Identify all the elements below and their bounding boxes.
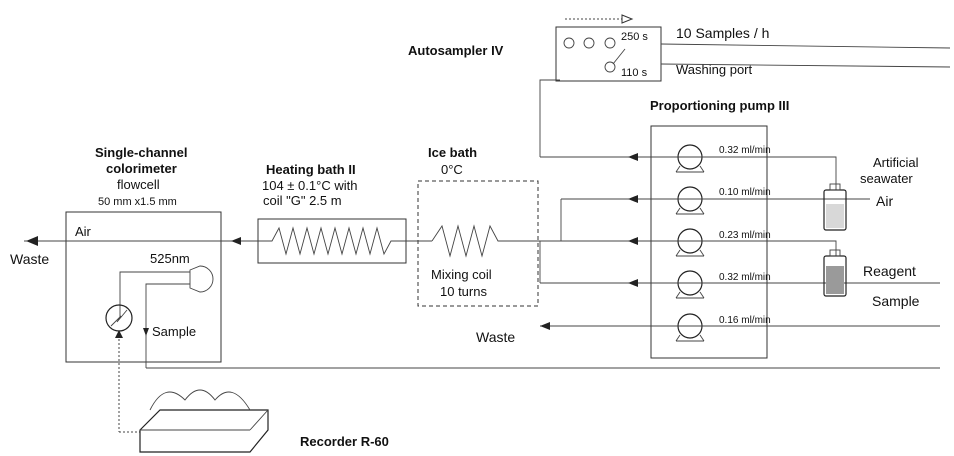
tube-1-arrow — [628, 153, 638, 161]
pump-roller-2 — [675, 186, 705, 215]
autosampler: 250 s 110 s 10 Samples / h Washing port … — [408, 14, 951, 82]
sample-flow-arrow — [143, 328, 149, 336]
pump-box — [650, 125, 768, 359]
colorimeter-sample-label: Sample — [152, 324, 196, 339]
colorimeter-title-2: colorimeter — [106, 161, 177, 176]
colorimeter-air-label: Air — [75, 224, 92, 239]
ice-bath-box — [417, 180, 539, 307]
heating-bath-temp: 104 ± 0.1°C with — [262, 178, 357, 193]
tube-1-to-seawater — [826, 156, 837, 190]
colorimeter-title-1: Single-channel — [95, 145, 187, 160]
pump-roller-3 — [675, 228, 705, 257]
tube-4-arrow — [628, 279, 638, 287]
tube-2-arrow — [628, 195, 638, 203]
wavelength-label: 525nm — [150, 251, 190, 266]
flow-rate-5: 0.16 ml/min — [719, 315, 771, 326]
sample-time-label: 250 s — [621, 31, 648, 43]
optical-path-bottom — [145, 283, 190, 368]
ice-bath-title: Ice bath — [428, 145, 477, 160]
reagent-label: Reagent — [863, 263, 916, 279]
colorimeter-flowcell: flowcell — [117, 177, 160, 192]
heating-out-arrow — [231, 237, 241, 245]
sampler-probe-arm — [612, 48, 626, 65]
tube-5-arrow — [540, 322, 550, 330]
mixing-coil-label-1: Mixing coil — [431, 267, 492, 282]
lamp-icon — [189, 265, 214, 293]
signal-arrow — [115, 330, 123, 338]
heating-bath-box — [257, 218, 407, 264]
autosampler-box — [555, 26, 662, 82]
optical-path-top — [119, 271, 190, 318]
autosampler-direction-arrow — [621, 14, 634, 24]
flow-rate-4: 0.32 ml/min — [719, 272, 771, 283]
sample-cup-3 — [604, 37, 616, 49]
autosampler-title: Autosampler IV — [408, 43, 504, 58]
waste-left-label: Waste — [10, 251, 49, 267]
colorimeter-box — [65, 211, 222, 363]
heating-bath: Heating bath II 104 ± 0.1°C with coil "G… — [222, 162, 432, 264]
waste-out-arrow — [26, 236, 38, 246]
heating-coil — [260, 226, 432, 256]
sample-cup-1 — [563, 37, 575, 49]
pump-roller-1 — [675, 144, 705, 173]
mixing-coil-label-2: 10 turns — [440, 284, 487, 299]
proportioning-pump: Proportioning pump III — [650, 98, 789, 359]
heating-bath-coil: coil "G" 2.5 m — [263, 193, 342, 208]
air-label: Air — [876, 193, 893, 209]
tube-3-to-reagent — [826, 240, 837, 256]
reagent-bottle-icon — [823, 249, 847, 297]
pump-roller-4 — [675, 270, 705, 299]
wash-line-out — [660, 63, 951, 68]
waste-mid-label: Waste — [476, 329, 515, 345]
photocell-bolt — [110, 309, 128, 327]
colorimeter: Single-channel colorimeter flowcell 50 m… — [24, 145, 222, 433]
pump-title: Proportioning pump III — [650, 98, 789, 113]
pump-roller-5 — [675, 313, 705, 342]
sampler-line-out — [660, 43, 951, 49]
ice-bath-temp: 0°C — [441, 162, 463, 177]
recorder-label: Recorder R-60 — [300, 434, 389, 449]
ice-bath: Ice bath 0°C Mixing coil 10 turns — [417, 145, 562, 307]
tube-3-arrow — [628, 237, 638, 245]
seawater-label-2: seawater — [860, 171, 913, 186]
pump-tubes — [146, 79, 940, 369]
flow-rate-1: 0.32 ml/min — [719, 145, 771, 156]
mixing-coil — [431, 224, 504, 258]
sample-cup-2 — [583, 37, 595, 49]
flow-rate-2: 0.10 ml/min — [719, 187, 771, 198]
washing-cup — [604, 61, 616, 73]
washing-port-label: Washing port — [676, 62, 752, 77]
sampling-rate-label: 10 Samples / h — [676, 25, 769, 41]
recorder-icon — [139, 389, 269, 453]
flow-rate-3: 0.23 ml/min — [719, 230, 771, 241]
seawater-bottle-icon — [823, 183, 847, 231]
sampler-to-pump-line — [539, 79, 560, 157]
colorimeter-dimensions: 50 mm x1.5 mm — [98, 196, 177, 208]
heating-bath-title: Heating bath II — [266, 162, 356, 177]
wash-time-label: 110 s — [621, 67, 648, 79]
seawater-label-1: Artificial — [873, 155, 919, 170]
sample-label: Sample — [872, 293, 920, 309]
